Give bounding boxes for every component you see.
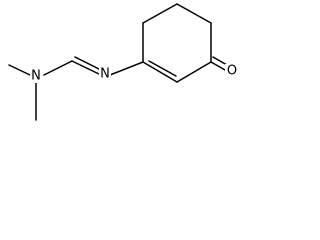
bond-ch-imine-double-b <box>74 56 102 71</box>
bond-ring-c2-c1-double-b <box>148 60 177 77</box>
bond-ring-c6-c5 <box>142 3 178 24</box>
bond-imine-ring <box>109 61 144 76</box>
bond-ring-c3-c2 <box>176 61 212 83</box>
atom-label-imine-n: N <box>100 67 110 82</box>
bond-ketone-double-b <box>212 56 228 66</box>
atom-label-ketone-o: O <box>227 64 237 79</box>
bond-amine-ch <box>43 60 73 76</box>
atom-label-amine-n: N <box>31 69 41 84</box>
bond-methyl-upper <box>8 64 31 76</box>
bond-ch-imine-double-a <box>71 60 102 76</box>
bond-ring-c2-c1-double-a <box>142 61 178 83</box>
structure-diagram: N N O <box>8 3 238 121</box>
bond-ring-c5-c4 <box>176 3 212 24</box>
bond-ketone-double-a <box>210 61 226 71</box>
atom-labels: N N O <box>30 64 238 84</box>
bonds <box>8 3 228 121</box>
